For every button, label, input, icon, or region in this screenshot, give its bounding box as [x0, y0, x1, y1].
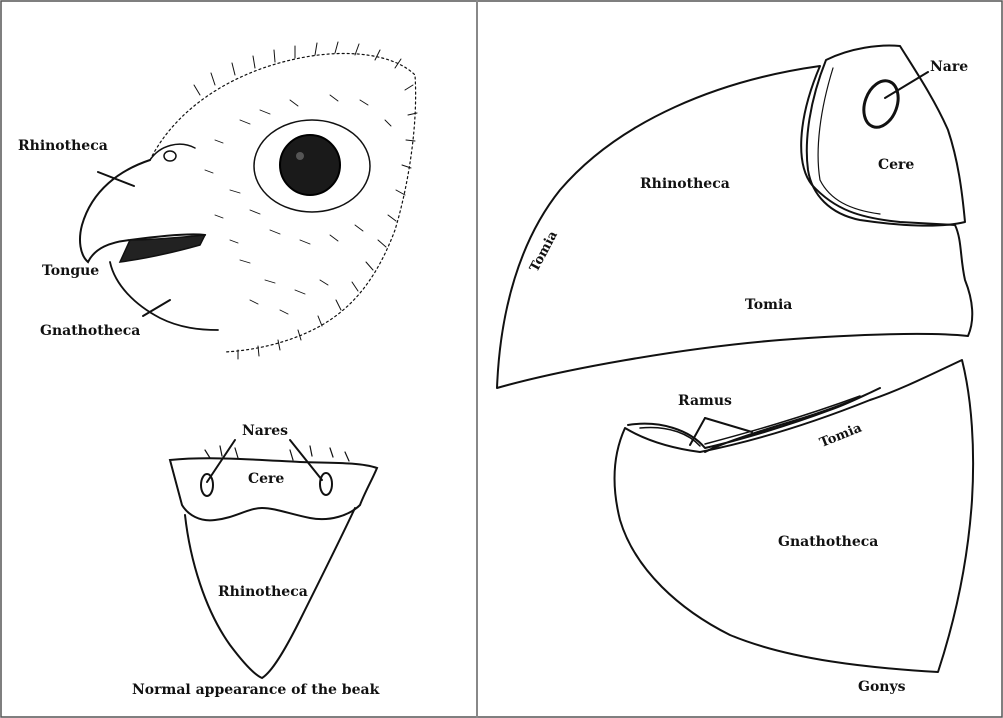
lower-beak-side-illustration — [615, 360, 974, 672]
label-head-tongue: Tongue — [42, 264, 99, 278]
label-nare: Nare — [930, 60, 968, 74]
gnathotheca-outline — [615, 360, 974, 672]
head-outline — [150, 53, 416, 352]
feather-texture-inner — [205, 95, 391, 314]
nostril-right — [320, 473, 332, 495]
nostril — [164, 151, 176, 161]
leader-rhinotheca — [98, 172, 134, 186]
leader-nare — [885, 72, 928, 98]
label-front-cere: Cere — [248, 472, 284, 486]
label-gnathotheca-side: Gnathotheca — [778, 535, 878, 549]
falcon-head-illustration — [80, 42, 417, 359]
label-gonys: Gonys — [858, 680, 906, 694]
eye-highlight — [296, 152, 304, 160]
leader-nares-left — [207, 440, 235, 482]
leader-gnathotheca — [143, 300, 170, 316]
label-cere-side: Cere — [878, 158, 914, 172]
lower-jaw — [110, 262, 218, 330]
rhinotheca-outline — [497, 66, 972, 388]
label-rhinotheca-side: Rhinotheca — [640, 177, 730, 191]
label-head-gnathotheca: Gnathotheca — [40, 324, 140, 338]
feather-strokes — [194, 42, 417, 359]
label-front-nares: Nares — [242, 424, 288, 438]
upper-beak-side-illustration — [497, 46, 972, 388]
leader-ramus-2 — [705, 418, 752, 432]
label-head-rhinotheca: Rhinotheca — [18, 139, 108, 153]
nare-opening — [858, 76, 904, 132]
eye-pupil — [280, 135, 340, 195]
leader-nares-right — [290, 440, 322, 480]
label-ramus: Ramus — [678, 394, 732, 408]
label-tomia-bottom: Tomia — [745, 298, 792, 312]
label-front-rhinotheca: Rhinotheca — [218, 585, 308, 599]
caption: Normal appearance of the beak — [132, 683, 379, 697]
